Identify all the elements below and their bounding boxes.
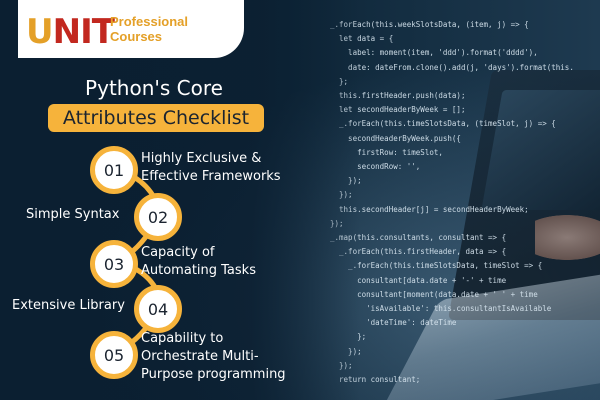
logo-letter: N (52, 12, 81, 52)
item-text-03: Capacity of Automating Tasks (141, 245, 256, 278)
code-line: 'dateTime': dateTime (330, 318, 457, 328)
code-line: this.secondHeader[j] = secondHeaderByWee… (330, 204, 529, 214)
item-number-05: 05 (90, 331, 138, 379)
item-text-02: Simple Syntax (26, 207, 120, 222)
code-line: _.forEach(this.firstHeader, data => { (330, 247, 507, 257)
code-line: _.forEach(this.timeSlotsData, (timeSlot,… (330, 119, 556, 129)
code-line: _.forEach(this.weekSlotsData, (item, j) … (330, 20, 529, 29)
page-title: Python's Core (85, 76, 223, 100)
item-text-01: Highly Exclusive & Effective Frameworks (141, 151, 281, 184)
code-line: consultant[moment(data.date + ' ' + time (330, 289, 538, 299)
code-line: _.forEach(this.timeSlotsData, timeSlot =… (330, 261, 543, 271)
logo-letter: I (80, 12, 93, 52)
logo-letter: T (91, 12, 115, 52)
code-line: }; (357, 332, 367, 342)
code-line: secondHeaderByWeek.push({ (330, 133, 461, 143)
logo-line-2: Courses (110, 29, 163, 44)
page-subtitle: Attributes Checklist (48, 104, 264, 132)
item-number-01: 01 (90, 146, 138, 194)
code-line: 'isAvailable': this.consultantIsAvailabl… (330, 304, 552, 314)
item-text-05: Capability to Orchestrate Multi-Purpose … (141, 331, 286, 382)
hand-image (535, 215, 600, 260)
logo-text: Professional Courses (110, 14, 188, 44)
code-line: label: moment(item, 'ddd').format('dddd'… (330, 48, 538, 58)
code-line: consultant[data.date + '-' + time (330, 275, 507, 285)
item-number-02: 02 (134, 193, 182, 241)
code-line: firstRow: timeSlot, (330, 147, 443, 157)
logo-line-1: Professional (110, 14, 189, 29)
code-line: this.firstHeader.push(data); (330, 91, 466, 101)
item-number-04: 04 (134, 285, 182, 333)
code-line: _.map(this.consultants, consultant => { (330, 233, 507, 243)
code-line: secondRow: '', (330, 162, 421, 172)
item-text-04: Extensive Library (12, 298, 125, 313)
item-number-03: 03 (90, 240, 138, 288)
logo-letter: U (26, 12, 54, 52)
left-overlay (0, 0, 360, 400)
